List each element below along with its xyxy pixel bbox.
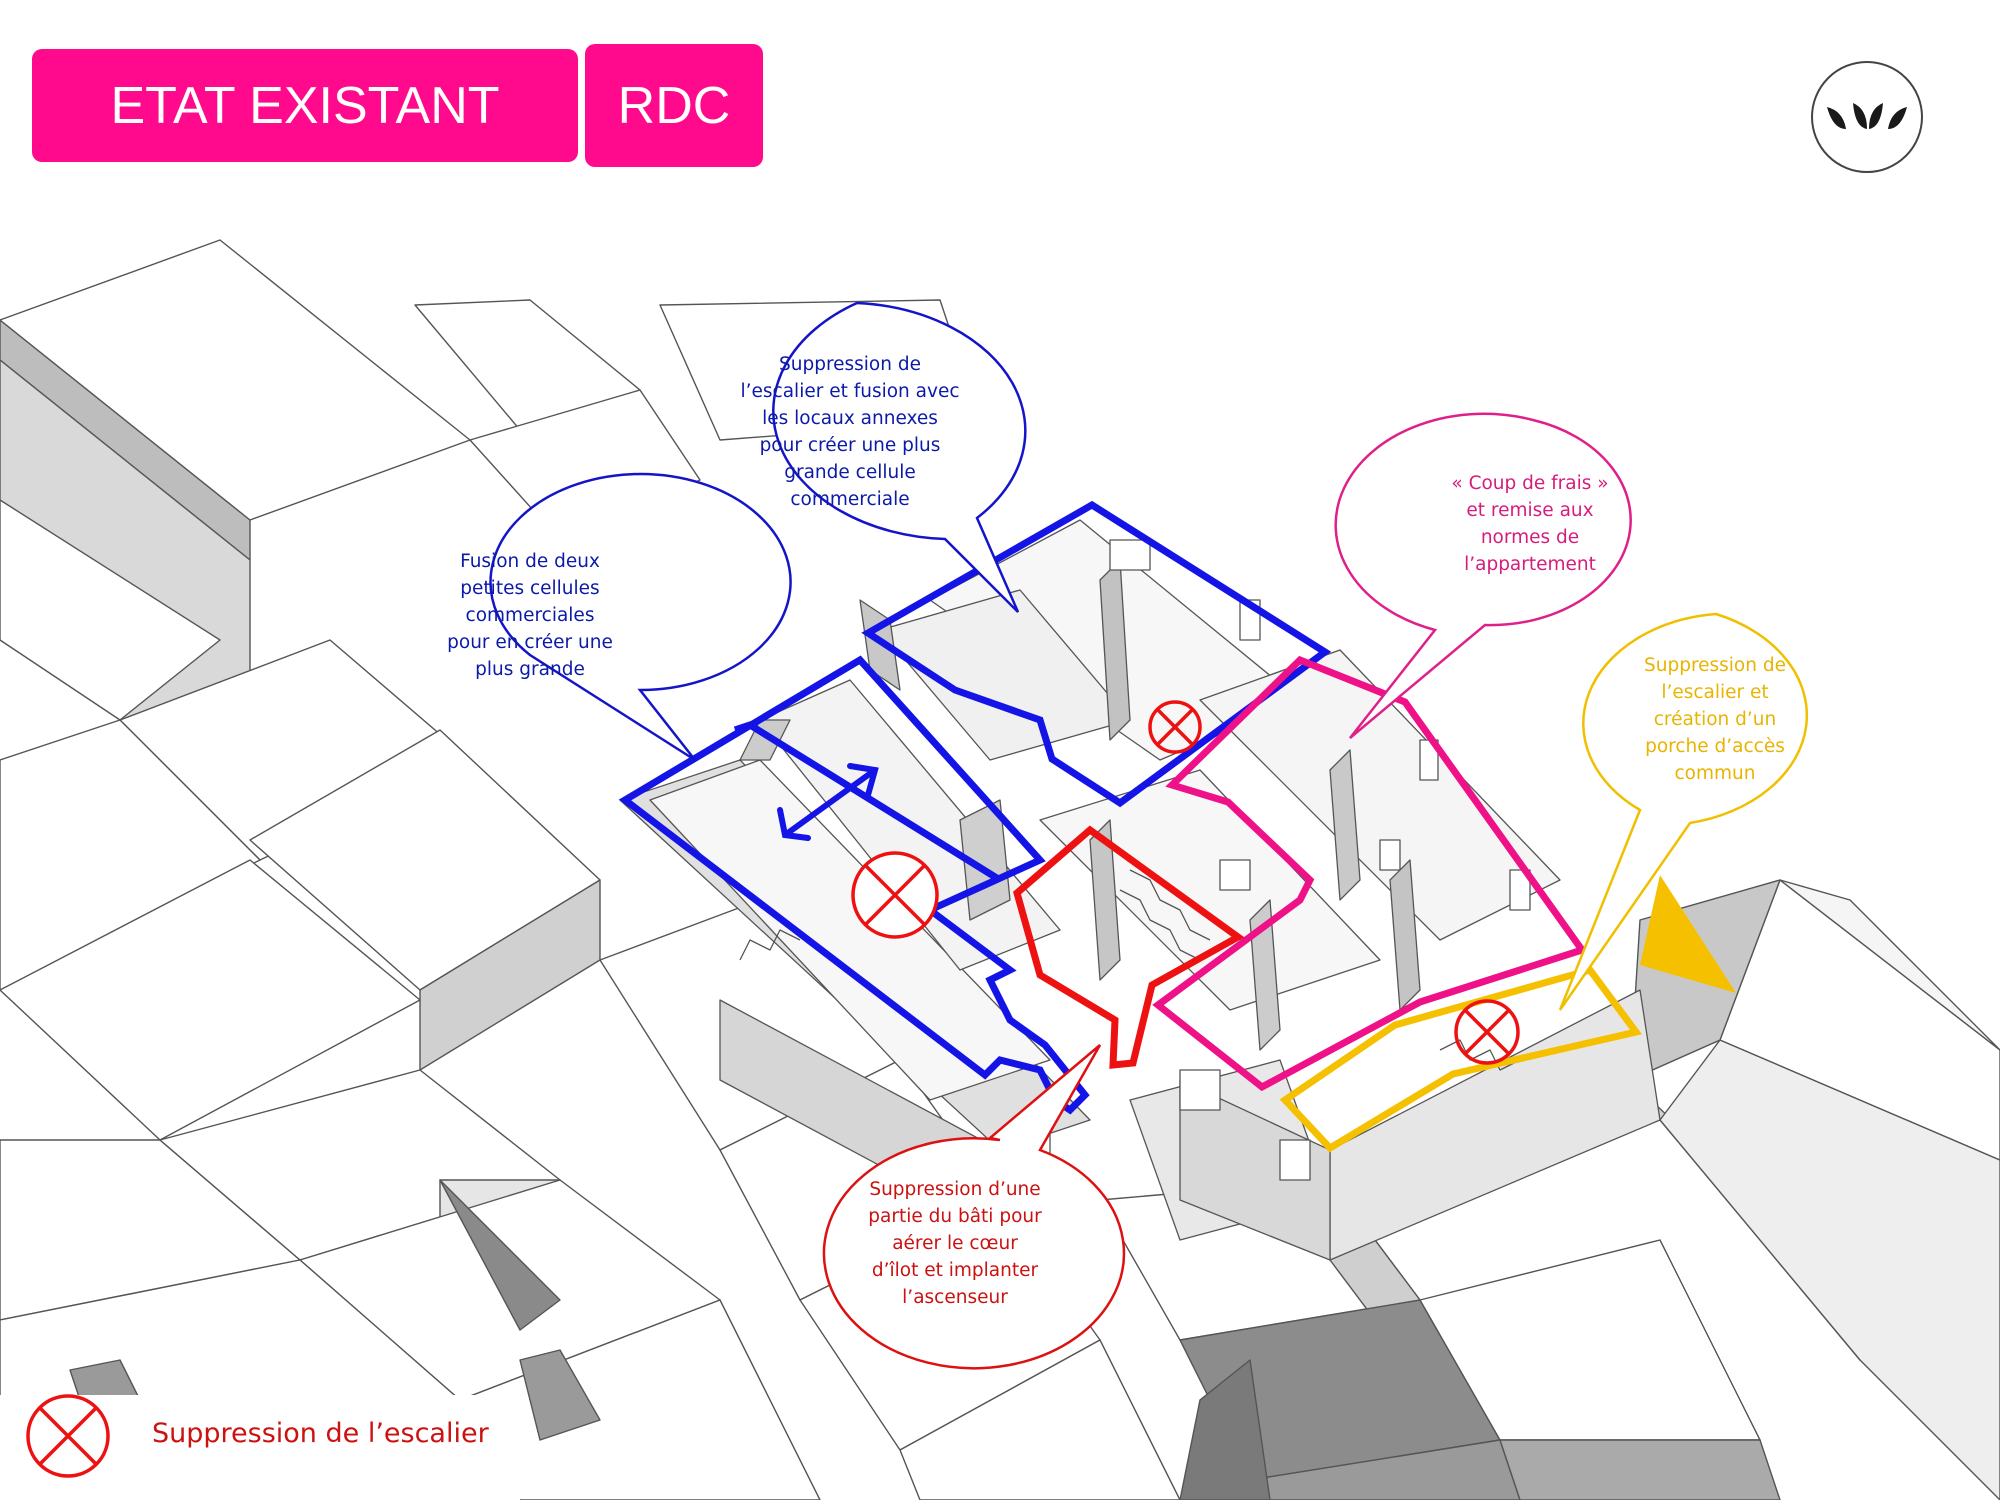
zone-blue-top (861, 500, 1332, 808)
bubble-blue-fusion (489, 472, 792, 762)
brand-logo (1811, 61, 1923, 173)
zone-yellow (1279, 965, 1643, 1153)
double-arrow-icon (777, 763, 879, 841)
zone-red (1013, 825, 1245, 1069)
callout-demolition-text: Suppression d’une partie du bâti pour aé… (868, 1179, 1042, 1308)
crossed-circle-icon (1454, 999, 1520, 1065)
zone-outlines (618, 500, 1643, 1153)
zone-blue-inner (733, 721, 1002, 883)
level-tag: RDC (585, 44, 763, 167)
speech-bubbles (489, 301, 1809, 1370)
crossed-circle-icon (851, 851, 939, 939)
zone-blue-left (618, 655, 1090, 1115)
bubble-pink (1334, 412, 1632, 739)
bubble-blue-stair (772, 301, 1027, 613)
level-title: RDC (617, 76, 731, 135)
bubble-yellow (1558, 612, 1809, 1011)
callout-apartment-text: « Coup de frais » et remise aux normes d… (1451, 473, 1609, 575)
callout-stair-fusion-text: Suppression de l’escalier et fusion avec… (740, 354, 960, 510)
callout-fusion-text: Fusion de deux petites cellules commerci… (447, 551, 613, 680)
legend-crossed-circle-icon (26, 1394, 110, 1478)
main-building (619, 519, 1661, 1261)
legend-label: Suppression de l’escalier (152, 1418, 489, 1449)
state-title-tag: ETAT EXISTANT (32, 49, 578, 162)
callout-porch-text: Suppression de l’escalier et création d’… (1643, 655, 1786, 784)
stair-removal-markers (851, 700, 1520, 1065)
entrance-arrow-icon (1640, 875, 1736, 993)
legend-background (0, 1395, 520, 1500)
bubble-red (822, 1044, 1126, 1370)
crossed-circle-icon (1148, 700, 1202, 754)
brand-logo-icon (1827, 103, 1907, 129)
state-title: ETAT EXISTANT (110, 76, 500, 135)
zone-pink (1152, 655, 1588, 1092)
